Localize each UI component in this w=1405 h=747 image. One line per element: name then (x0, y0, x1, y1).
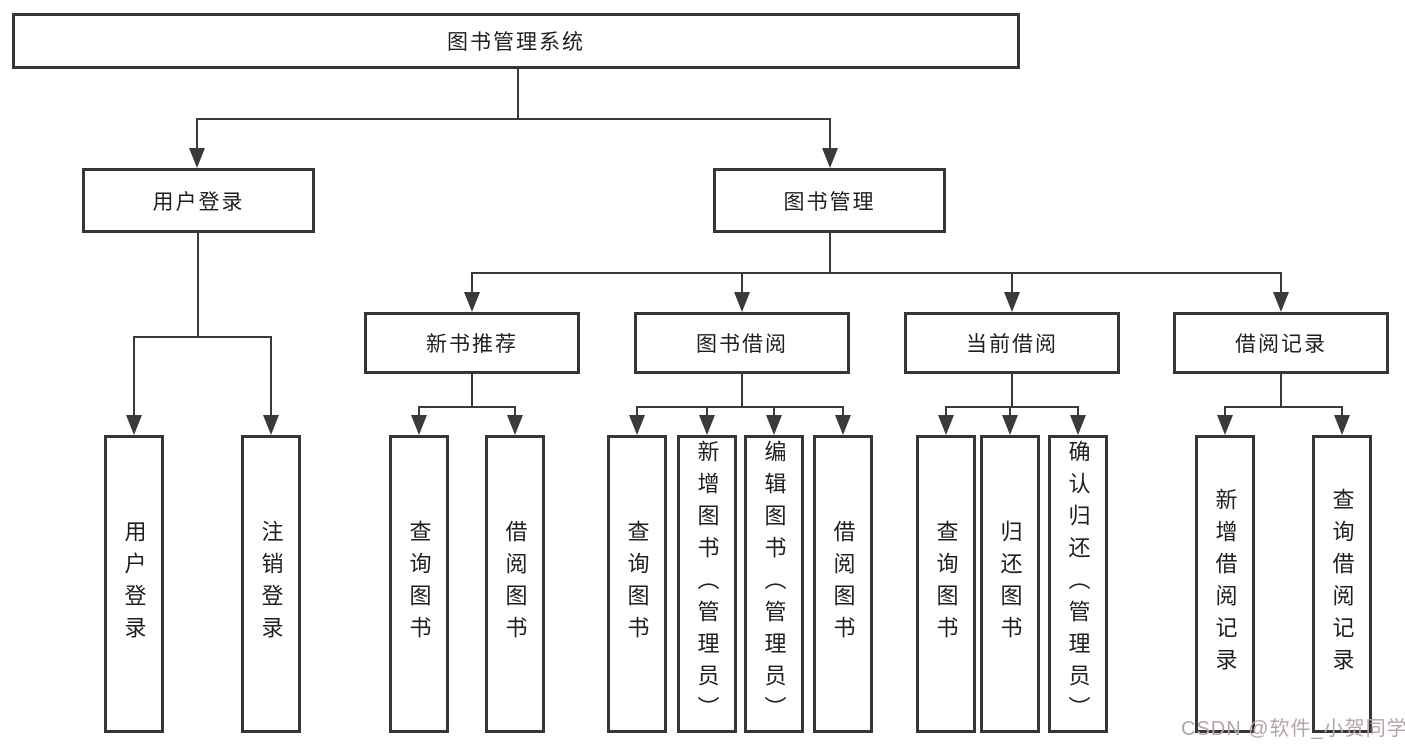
arrow-head (938, 415, 954, 435)
leaf-borrow-borrow: 借阅图书 (813, 435, 873, 733)
leaf-borrow-borrow-label: 借阅图书 (830, 520, 856, 648)
arrow-head (699, 415, 715, 435)
connector-line (1009, 406, 1011, 417)
node-root-label: 图书管理系统 (447, 31, 585, 54)
arrow-head (411, 415, 427, 435)
connector-line (1011, 272, 1013, 294)
arrow-head (822, 148, 838, 168)
connector-line (1280, 374, 1282, 406)
connector-line (517, 69, 519, 118)
node-root: 图书管理系统 (12, 13, 1020, 69)
node-new-book-recommend-label: 新书推荐 (426, 333, 518, 356)
connector-line (270, 336, 272, 417)
connector-line (514, 406, 516, 417)
leaf-records-add: 新增借阅记录 (1195, 435, 1255, 733)
connector-line (636, 406, 844, 408)
node-book-management-label: 图书管理 (783, 190, 876, 214)
leaf-records-query-label: 查询借阅记录 (1329, 488, 1355, 680)
arrow-head (189, 148, 205, 168)
arrow-head (464, 292, 480, 312)
leaf-borrow-add-admin-label: 新增图书（管理员） (694, 440, 720, 728)
arrow-head (1070, 415, 1086, 435)
arrow-head (734, 292, 750, 312)
connector-line (829, 118, 831, 151)
arrow-head (1334, 415, 1350, 435)
connector-line (1224, 406, 1226, 417)
connector-line (741, 272, 743, 294)
leaf-borrow-add-admin: 新增图书（管理员） (677, 435, 737, 733)
arrow-head (766, 415, 782, 435)
connector-line (471, 272, 473, 294)
connector-line (636, 406, 638, 417)
arrow-head (629, 415, 645, 435)
connector-line (197, 233, 199, 336)
leaf-records-add-label: 新增借阅记录 (1212, 488, 1238, 680)
leaf-logout-label: 注销登录 (258, 520, 284, 648)
connector-line (1224, 406, 1342, 408)
node-new-book-recommend: 新书推荐 (364, 312, 580, 374)
connector-line (945, 406, 947, 417)
leaf-current-return: 归还图书 (980, 435, 1040, 733)
watermark-text: CSDN @软件_小贺同学 (1181, 718, 1405, 740)
node-current-borrow-label: 当前借阅 (966, 333, 1058, 356)
connector-line (196, 118, 198, 151)
leaf-newbook-borrow: 借阅图书 (485, 435, 545, 733)
connector-line (842, 406, 844, 417)
node-borrow-records: 借阅记录 (1173, 312, 1389, 374)
connector-line (133, 336, 272, 338)
connector-line (418, 406, 420, 417)
leaf-borrow-edit-admin-label: 编辑图书（管理员） (761, 440, 787, 728)
arrow-head (507, 415, 523, 435)
connector-line (1280, 272, 1282, 294)
connector-line (741, 374, 743, 406)
node-book-borrow-label: 图书借阅 (696, 333, 788, 356)
connector-line (1077, 406, 1079, 417)
leaf-current-query-label: 查询图书 (933, 520, 959, 648)
connector-line (1341, 406, 1343, 417)
connector-line (1011, 374, 1013, 406)
arrow-head (126, 415, 142, 435)
leaf-newbook-query: 查询图书 (389, 435, 449, 733)
leaf-user-login-label: 用户登录 (121, 520, 147, 648)
node-user-login: 用户登录 (82, 168, 315, 233)
arrow-head (1002, 415, 1018, 435)
leaf-records-query: 查询借阅记录 (1312, 435, 1372, 733)
leaf-newbook-borrow-label: 借阅图书 (502, 520, 528, 648)
arrow-head (1004, 292, 1020, 312)
connector-line (197, 118, 831, 120)
leaf-current-confirm-admin: 确认归还（管理员） (1048, 435, 1108, 733)
leaf-current-query: 查询图书 (916, 435, 976, 733)
node-user-login-label: 用户登录 (152, 190, 245, 214)
leaf-newbook-query-label: 查询图书 (406, 520, 432, 648)
leaf-borrow-query-label: 查询图书 (624, 520, 650, 648)
arrow-head (263, 415, 279, 435)
leaf-logout: 注销登录 (241, 435, 301, 733)
node-book-management: 图书管理 (713, 168, 946, 233)
connector-line (773, 406, 775, 417)
connector-line (945, 406, 1079, 408)
connector-line (471, 272, 1282, 274)
leaf-current-return-label: 归还图书 (997, 520, 1023, 648)
leaf-user-login: 用户登录 (104, 435, 164, 733)
leaf-current-confirm-admin-label: 确认归还（管理员） (1065, 440, 1091, 728)
leaf-borrow-edit-admin: 编辑图书（管理员） (744, 435, 804, 733)
node-book-borrow: 图书借阅 (634, 312, 850, 374)
connector-line (829, 233, 831, 272)
arrow-head (1273, 292, 1289, 312)
node-current-borrow: 当前借阅 (904, 312, 1120, 374)
connector-line (418, 406, 516, 408)
connector-line (706, 406, 708, 417)
node-borrow-records-label: 借阅记录 (1235, 333, 1327, 356)
arrow-head (835, 415, 851, 435)
leaf-borrow-query: 查询图书 (607, 435, 667, 733)
arrow-head (1217, 415, 1233, 435)
connector-line (471, 374, 473, 406)
connector-line (133, 336, 135, 417)
